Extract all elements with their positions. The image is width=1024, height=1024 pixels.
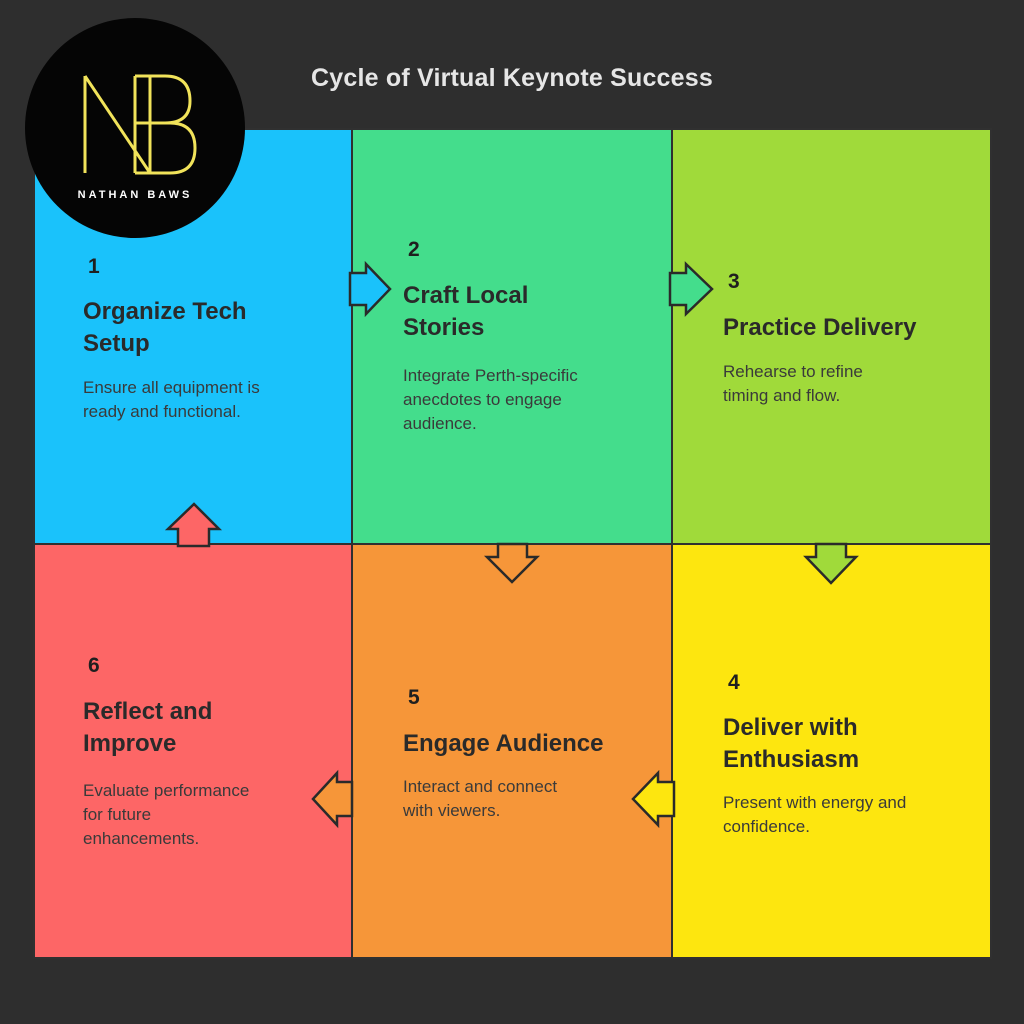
arrow-left-icon <box>311 769 354 829</box>
step-6-number: 6 <box>88 654 100 677</box>
brand-name: NATHAN BAWS <box>77 189 193 201</box>
step-5-title: Engage Audience <box>403 730 604 757</box>
arrow-up-icon <box>164 502 223 548</box>
step-2-number: 2 <box>408 238 420 261</box>
step-3-number: 3 <box>728 270 740 293</box>
step-4-panel <box>671 543 992 959</box>
step-3-panel <box>671 128 992 545</box>
step-4-number: 4 <box>728 671 740 694</box>
step-5-number: 5 <box>408 686 420 709</box>
arrow-down-icon <box>483 542 541 584</box>
arrow-right-icon <box>348 260 392 318</box>
brand-logo <box>25 18 245 238</box>
step-3-title: Practice Delivery <box>723 314 917 341</box>
step-6-panel <box>33 543 353 959</box>
arrow-down-icon <box>803 542 859 585</box>
step-5-panel <box>351 543 673 959</box>
arrow-right-icon <box>668 261 714 317</box>
nb-monogram-icon <box>83 74 197 175</box>
arrow-left-icon <box>631 769 676 829</box>
diagram-title: Cycle of Virtual Keynote Success <box>311 64 713 92</box>
step-1-number: 1 <box>88 255 100 278</box>
